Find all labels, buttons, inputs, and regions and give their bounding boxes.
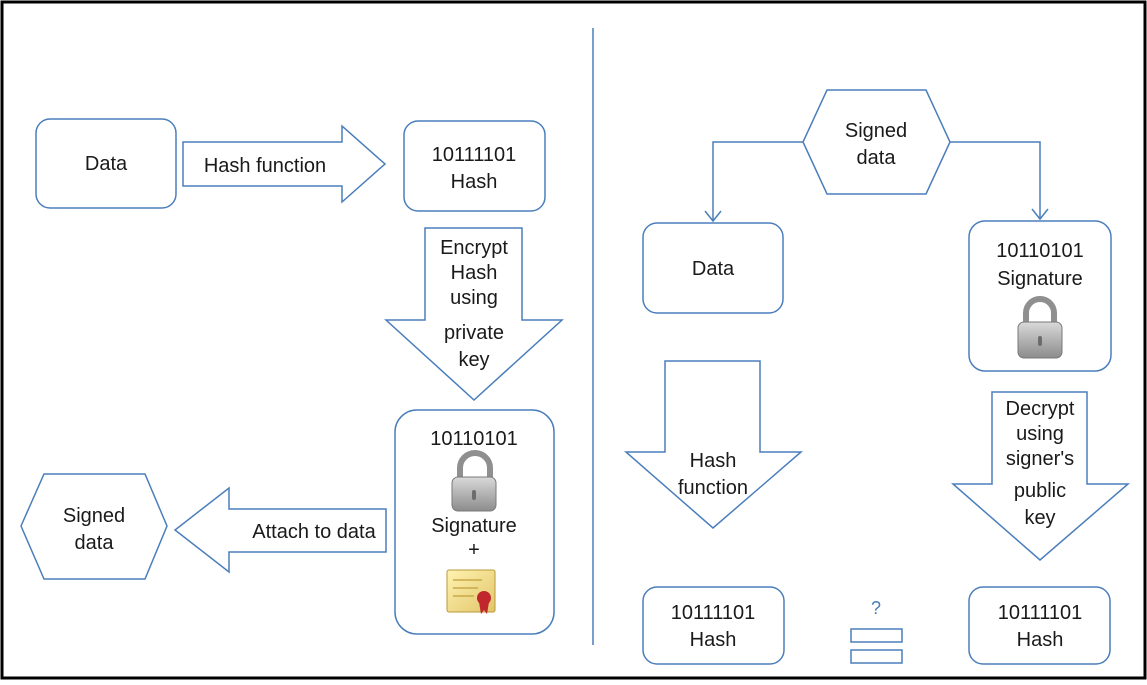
signing-hash-box: 10111101 Hash (403, 120, 546, 212)
verify-hash-function-line-1: Hash (690, 450, 737, 472)
decrypt-line-2: using (1016, 423, 1064, 445)
verify-left-hash-label: Hash (690, 629, 737, 651)
signing-signed-line-1: Signed (63, 505, 125, 527)
verify-right-hash-label: Hash (1017, 629, 1064, 651)
signing-signature-box: 10110101 Signature + (394, 409, 555, 635)
verify-data-label: Data (692, 258, 735, 280)
attach-arrow: Attach to data (173, 486, 387, 574)
signing-signature-bits: 10110101 (430, 428, 518, 450)
verify-data-box: Data (642, 222, 784, 314)
attach-label: Attach to data (252, 521, 376, 543)
signing-signed-data-hexagon: Signed data (20, 473, 168, 580)
certificate-icon (446, 569, 496, 614)
encrypt-line-1: Encrypt (440, 237, 508, 259)
signing-hash-bits: 10111101 (432, 144, 517, 166)
verify-lock-icon (1017, 296, 1063, 359)
verify-signed-line-2: data (857, 147, 897, 169)
verify-right-hash-bits: 10111101 (998, 602, 1083, 624)
compare-question-mark: ? (871, 598, 881, 618)
verify-signature-box: 10110101 Signature (968, 220, 1112, 372)
decrypt-line-4: public (1014, 480, 1066, 502)
verify-left-hash-box: 10111101 Hash (642, 586, 785, 665)
decrypt-line-5: key (1024, 507, 1055, 529)
encrypt-line-3: using (450, 287, 498, 309)
verify-hash-function-line-2: function (678, 477, 748, 499)
hash-function-arrow: Hash function (182, 124, 387, 204)
verify-signature-bits: 10110101 (996, 240, 1084, 262)
split-connector-left (704, 141, 803, 223)
encrypt-line-5: key (458, 349, 489, 371)
signing-data-label: Data (85, 153, 128, 175)
plus-sign: + (468, 539, 480, 561)
encrypt-arrow: Encrypt Hash using private key (384, 227, 564, 402)
hash-function-label: Hash function (204, 155, 326, 177)
signing-section: Data Hash function 10111101 Hash Encrypt… (20, 118, 564, 635)
decrypt-arrow: Decrypt using signer's public key (951, 391, 1131, 561)
verify-signature-label: Signature (997, 268, 1083, 290)
lock-icon (451, 450, 497, 512)
decrypt-line-1: Decrypt (1006, 398, 1075, 420)
verify-hash-function-arrow: Hash function (624, 360, 804, 529)
encrypt-line-2: Hash (451, 262, 498, 284)
decrypt-line-3: signer's (1006, 448, 1074, 470)
signing-signature-label: Signature (431, 515, 517, 537)
signing-hash-label: Hash (451, 171, 498, 193)
verify-right-hash-box: 10111101 Hash (968, 586, 1111, 665)
verify-signed-line-1: Signed (845, 120, 907, 142)
compare-equals-icon: ? (850, 598, 903, 664)
signing-data-box: Data (35, 118, 177, 209)
verify-signed-data-hexagon: Signed data (802, 89, 951, 195)
encrypt-line-4: private (444, 322, 504, 344)
verify-left-hash-bits: 10111101 (671, 602, 756, 624)
signing-signed-line-2: data (75, 532, 115, 554)
verification-section: Signed data Data 10110101 Signature (624, 89, 1131, 665)
split-connector-right (950, 141, 1049, 221)
